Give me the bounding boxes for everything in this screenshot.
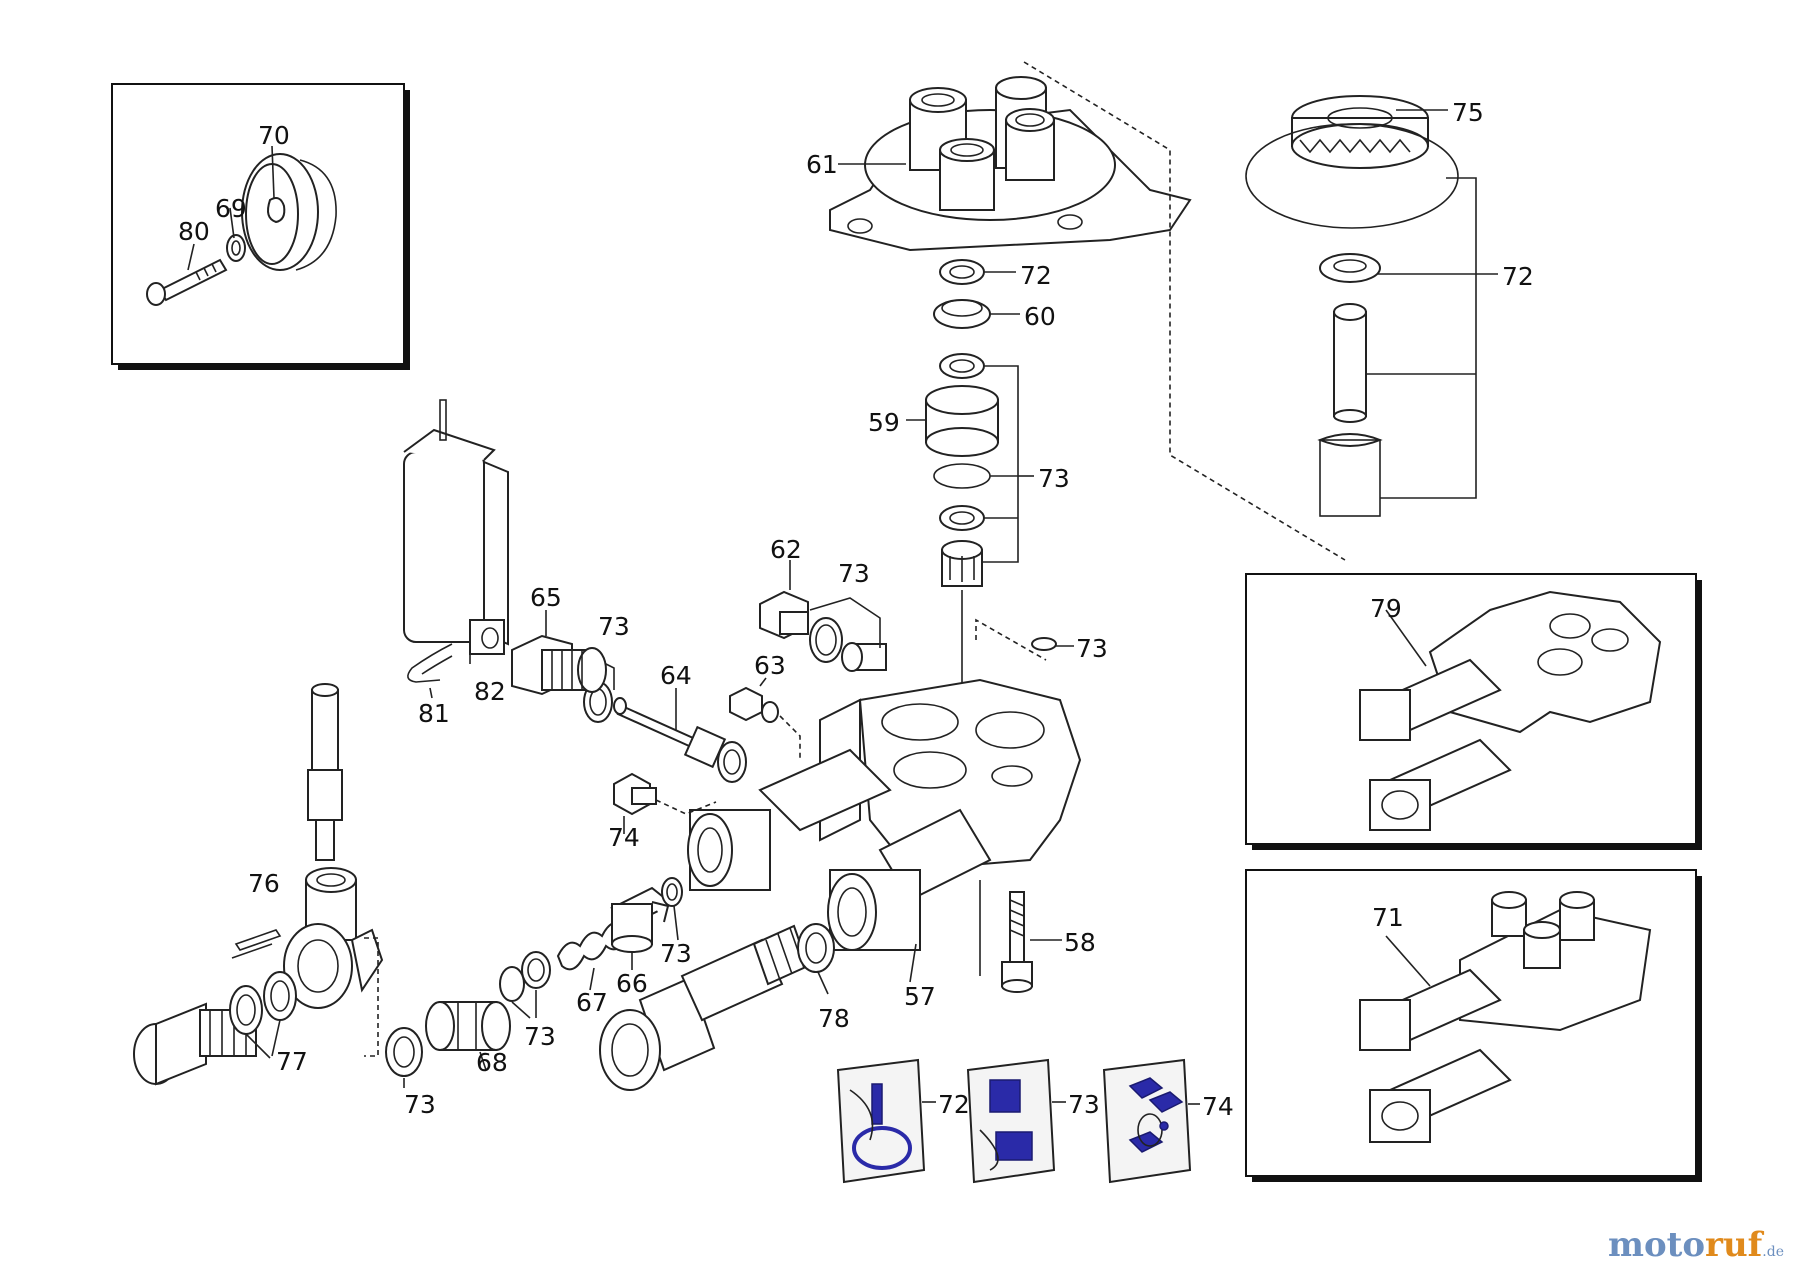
callout-73-body: 73 [1076, 634, 1108, 663]
brand-part1: moto [1607, 1225, 1706, 1265]
kit-73 [966, 1058, 1056, 1184]
callout-73-plug: 73 [838, 559, 870, 588]
callout-73-lower1: 73 [404, 1090, 436, 1119]
valve-66 [610, 886, 674, 953]
cylinder-head-61 [829, 76, 1192, 252]
callout-73-stem: 73 [598, 612, 630, 641]
callout-66: 66 [616, 969, 648, 998]
callout-74-kit: 74 [1202, 1092, 1234, 1121]
callout-72-kit: 72 [938, 1090, 970, 1119]
inset-bolt-washer [111, 83, 410, 370]
brand-tld: .de [1762, 1244, 1784, 1260]
bolt-58 [1001, 891, 1033, 993]
inset-71 [1245, 869, 1702, 1182]
outlet-elbow [283, 683, 384, 1009]
plug-62 [759, 590, 887, 672]
callout-73-lower2: 73 [524, 1022, 556, 1051]
kit-74 [1102, 1058, 1192, 1184]
fitting-65 [511, 634, 607, 696]
callout-59: 59 [868, 408, 900, 437]
valve-assembly-right [1245, 95, 1459, 517]
brand-logo: motoruf.de [1608, 1225, 1784, 1265]
kit-72 [836, 1058, 926, 1184]
callout-68: 68 [476, 1048, 508, 1077]
callout-80: 80 [178, 217, 210, 246]
callout-60: 60 [1024, 302, 1056, 331]
pressure-switch [403, 399, 509, 664]
valve-68 [425, 1001, 511, 1051]
callout-63: 63 [754, 651, 786, 680]
inlet-plug [133, 971, 297, 1086]
callout-61: 61 [806, 150, 838, 179]
unloader-stem-64 [616, 704, 747, 783]
callout-78: 78 [818, 1004, 850, 1033]
callout-82: 82 [474, 677, 506, 706]
callout-71: 71 [1372, 903, 1404, 932]
callout-72-right: 72 [1502, 262, 1534, 291]
callout-73-center: 73 [1038, 464, 1070, 493]
callout-81: 81 [418, 699, 450, 728]
callout-73-kit: 73 [1068, 1090, 1100, 1119]
callout-77: 77 [276, 1047, 308, 1076]
callout-74: 74 [608, 823, 640, 852]
inset-79 [1245, 573, 1702, 850]
callout-62: 62 [770, 535, 802, 564]
callout-75: 75 [1452, 98, 1484, 127]
pump-manifold [687, 618, 1082, 976]
callout-58: 58 [1064, 928, 1096, 957]
callout-64: 64 [660, 661, 692, 690]
valve-stack [925, 259, 999, 720]
callout-69: 69 [215, 194, 247, 223]
inlet-connector [599, 924, 810, 1091]
callout-79: 79 [1370, 594, 1402, 623]
callout-73-lower3: 73 [660, 939, 692, 968]
callout-72-center: 72 [1020, 261, 1052, 290]
callout-67: 67 [576, 988, 608, 1017]
brand-part2: ruf [1705, 1225, 1763, 1265]
callout-65: 65 [530, 583, 562, 612]
callout-76: 76 [248, 869, 280, 898]
callout-57: 57 [904, 982, 936, 1011]
callout-70: 70 [258, 121, 290, 150]
